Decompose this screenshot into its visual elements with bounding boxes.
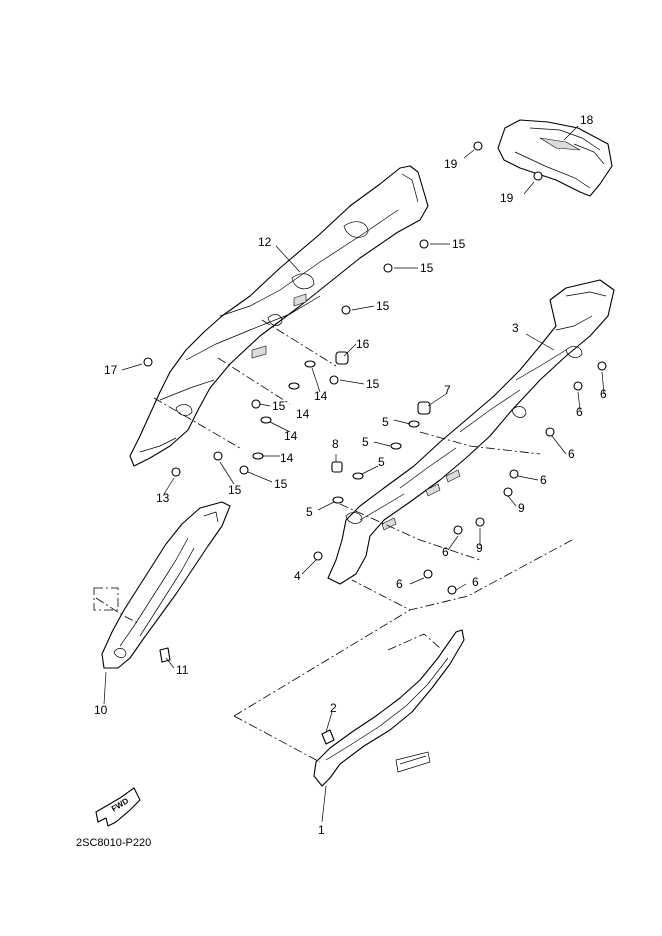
part-18-cover	[497, 119, 613, 197]
callout-6g: 6	[472, 575, 479, 589]
callout-numbers: 1 2 3 4 5 5 5 5 6 6 6 6 6 6 6 7 8 9 9 10…	[94, 113, 607, 837]
callout-18: 18	[580, 113, 594, 127]
callout-15c: 15	[376, 299, 390, 313]
callout-6f: 6	[396, 577, 403, 591]
callout-5a: 5	[382, 415, 389, 429]
fwd-arrow-icon: FWD	[95, 787, 141, 827]
part-2-clip	[321, 729, 335, 745]
callout-14c: 14	[284, 429, 298, 443]
part-3-side-cover	[327, 279, 615, 585]
callout-16: 16	[356, 337, 370, 351]
part-11-clip	[159, 647, 171, 663]
fasteners	[143, 141, 607, 595]
leader-lines	[103, 125, 605, 823]
callout-4: 4	[294, 569, 301, 583]
callout-14a: 14	[314, 389, 328, 403]
callout-2: 2	[330, 701, 337, 715]
callout-6e: 6	[442, 545, 449, 559]
callout-5b: 5	[362, 435, 369, 449]
callout-12: 12	[258, 235, 272, 249]
callout-11: 11	[176, 663, 189, 677]
diagram-code: 2SC8010-P220	[76, 837, 151, 849]
callout-6c: 6	[568, 447, 575, 461]
callout-7: 7	[444, 383, 451, 397]
part-1-lower-cover	[313, 629, 465, 787]
callout-10: 10	[94, 703, 108, 717]
callout-3: 3	[512, 321, 519, 335]
callout-9a: 9	[518, 501, 525, 515]
callout-17: 17	[104, 363, 118, 377]
callout-15f: 15	[274, 477, 288, 491]
callout-13: 13	[156, 491, 170, 505]
callout-19b: 19	[500, 191, 514, 205]
part-10-small-panel	[101, 501, 231, 669]
callout-6d: 6	[540, 473, 547, 487]
callout-15g: 15	[228, 483, 242, 497]
callout-9b: 9	[476, 541, 483, 555]
callout-5d: 5	[306, 505, 313, 519]
callout-8: 8	[332, 437, 339, 451]
callout-14d: 14	[280, 451, 294, 465]
callout-15b: 15	[420, 261, 434, 275]
callout-1: 1	[318, 823, 325, 837]
callout-15e: 15	[272, 399, 286, 413]
callout-15a: 15	[452, 237, 466, 251]
callout-5c: 5	[378, 455, 385, 469]
callout-6a: 6	[600, 387, 607, 401]
assembly-lines	[93, 319, 573, 763]
callout-15d: 15	[366, 377, 380, 391]
callout-19a: 19	[444, 157, 458, 171]
callout-14b: 14	[296, 407, 310, 421]
callout-6b: 6	[576, 405, 583, 419]
part-12-side-rail	[129, 165, 429, 467]
